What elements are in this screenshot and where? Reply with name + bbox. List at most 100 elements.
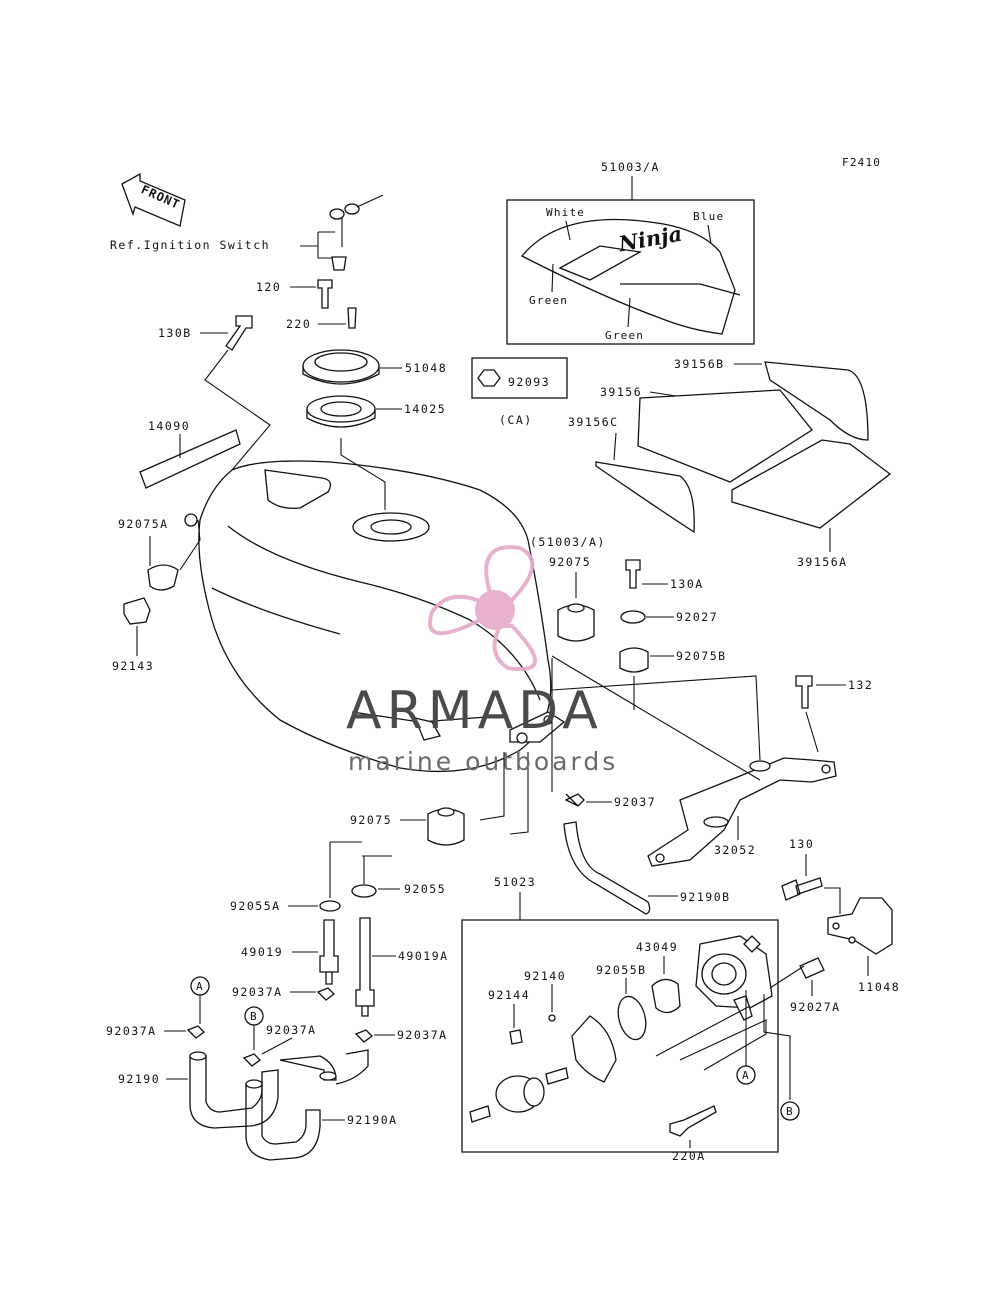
- part-132-bolt: [795, 675, 813, 709]
- part-92140-ball: [548, 1014, 556, 1022]
- callout-92190B: 92190B: [680, 890, 731, 904]
- callout-92143: 92143: [112, 659, 154, 673]
- callout-92027: 92027: [676, 610, 718, 624]
- callout-92093: 92093: [508, 375, 550, 389]
- callout-130B: 130B: [158, 326, 192, 340]
- leader-green-2: [627, 297, 631, 328]
- part-130A-bolt: [625, 559, 641, 589]
- callout-11048: 11048: [858, 980, 900, 994]
- fuel-tank: [198, 460, 566, 773]
- marker-leaders-right: [745, 990, 791, 1100]
- part-220-screw: [347, 307, 357, 329]
- part-92190A-hose-lower: [245, 1083, 321, 1161]
- marker-b-right-label: B: [786, 1105, 794, 1118]
- callout-92075: 92075: [549, 555, 591, 569]
- callout-43049: 43049: [636, 940, 678, 954]
- part-92093-nut: [477, 369, 501, 387]
- callout-220: 220: [286, 317, 311, 331]
- decal-artwork: Ninja: [520, 218, 741, 335]
- callout-92037A-2: 92037A: [106, 1024, 157, 1038]
- part-39156-pads: [595, 361, 892, 534]
- part-92075-lower-top: [437, 807, 455, 817]
- leader-92037A-3: [261, 1037, 293, 1055]
- callout-92037A-4: 92037A: [397, 1028, 448, 1042]
- callout-220A: 220A: [672, 1149, 706, 1163]
- leader-92075A-tank: [179, 519, 201, 571]
- front-arrow-icon: FRONT: [121, 172, 186, 227]
- figure-code: F2410: [842, 156, 881, 169]
- marker-a-left-label: A: [196, 980, 204, 993]
- decal-color-green-2: Green: [605, 329, 644, 342]
- callout-130: 130: [789, 837, 814, 851]
- leader-14025-tank: [340, 438, 386, 510]
- hose-end-3: [319, 1071, 337, 1081]
- part-92144-spring: [509, 1029, 523, 1045]
- marker-b-right: [780, 1101, 800, 1121]
- part-92143-collar: [123, 597, 151, 625]
- leader-132-down: [805, 711, 819, 753]
- callout-92037: 92037: [614, 795, 656, 809]
- callout-49019: 49019: [241, 945, 283, 959]
- marker-b-left-label: B: [250, 1010, 258, 1023]
- leader-92027A-cock: [769, 965, 805, 989]
- callout-92055B: 92055B: [596, 963, 647, 977]
- fuel-cock-assembly-lines: [655, 1005, 767, 1071]
- callout-32052: 32052: [714, 843, 756, 857]
- fuel-cock-screw: [545, 1067, 569, 1085]
- watermark-brand: ARMADA: [346, 681, 603, 741]
- decal-box: [506, 199, 755, 345]
- part-92037A-clip-3: [242, 1053, 261, 1067]
- callout-92037A-3: 92037A: [266, 1023, 317, 1037]
- part-92190-hose: [189, 1055, 279, 1129]
- part-11048-bracket: [827, 897, 893, 955]
- part-92037A-clip-4: [354, 1029, 373, 1043]
- part-92075B-damper: [619, 647, 649, 673]
- callout-14090: 14090: [148, 419, 190, 433]
- part-92037A-clip-1: [316, 987, 335, 1001]
- marker-a-right: [736, 1065, 756, 1085]
- part-92037-clip: [564, 793, 585, 807]
- leader-damper-tank: [479, 752, 529, 835]
- part-92093-box: [471, 357, 568, 399]
- part-92027A-collar: [799, 957, 825, 979]
- leader-130B-tank: [204, 349, 271, 471]
- hose-end-1: [189, 1051, 207, 1061]
- watermark-propeller-icon: [428, 545, 537, 672]
- bracket-assembly-lines: [551, 655, 761, 792]
- callout-49019A: 49019A: [398, 949, 449, 963]
- fuel-cock-plate: [571, 1015, 617, 1083]
- part-14025-cap-ring: [306, 395, 376, 428]
- ignition-key-icon: [329, 194, 384, 247]
- callout-92055A: 92055A: [230, 899, 281, 913]
- bracket-hole-1: [832, 922, 840, 930]
- part-130B-bolt: [225, 315, 253, 351]
- leader-39156C: [613, 432, 617, 461]
- decal-color-blue: Blue: [693, 210, 724, 223]
- leader-39156: [649, 391, 677, 397]
- part-51048-fuel-cap: [302, 349, 380, 385]
- callout-92140: 92140: [524, 969, 566, 983]
- part-120-bolt: [317, 279, 333, 309]
- watermark: ARMADA marine outboards: [346, 545, 618, 776]
- watermark-tagline: marine outboards: [348, 747, 618, 776]
- callout-39156B: 39156B: [674, 357, 725, 371]
- fuel-cock-group-box: [461, 919, 779, 1153]
- callout-92055: 92055: [404, 882, 446, 896]
- leader-blue: [707, 224, 712, 245]
- callout-92075A: 92075A: [118, 517, 169, 531]
- ref-bracket: [300, 231, 335, 259]
- marker-a-right-label: A: [742, 1069, 750, 1082]
- part-fuel-cock-body: [695, 935, 773, 1021]
- callout-92144: 92144: [488, 988, 530, 1002]
- fuel-cock-screw-2: [469, 1105, 491, 1123]
- key-cylinder: [331, 256, 347, 271]
- decal-logo: Ninja: [616, 221, 684, 257]
- part-220A-screw: [669, 1105, 717, 1137]
- decal-color-green-1: Green: [529, 294, 568, 307]
- callout-92075B: 92075B: [676, 649, 727, 663]
- callout-92037A-1: 92037A: [232, 985, 283, 999]
- callout-39156C: 39156C: [568, 415, 619, 429]
- ca-label: (CA): [499, 413, 533, 427]
- callout-92190: 92190: [118, 1072, 160, 1086]
